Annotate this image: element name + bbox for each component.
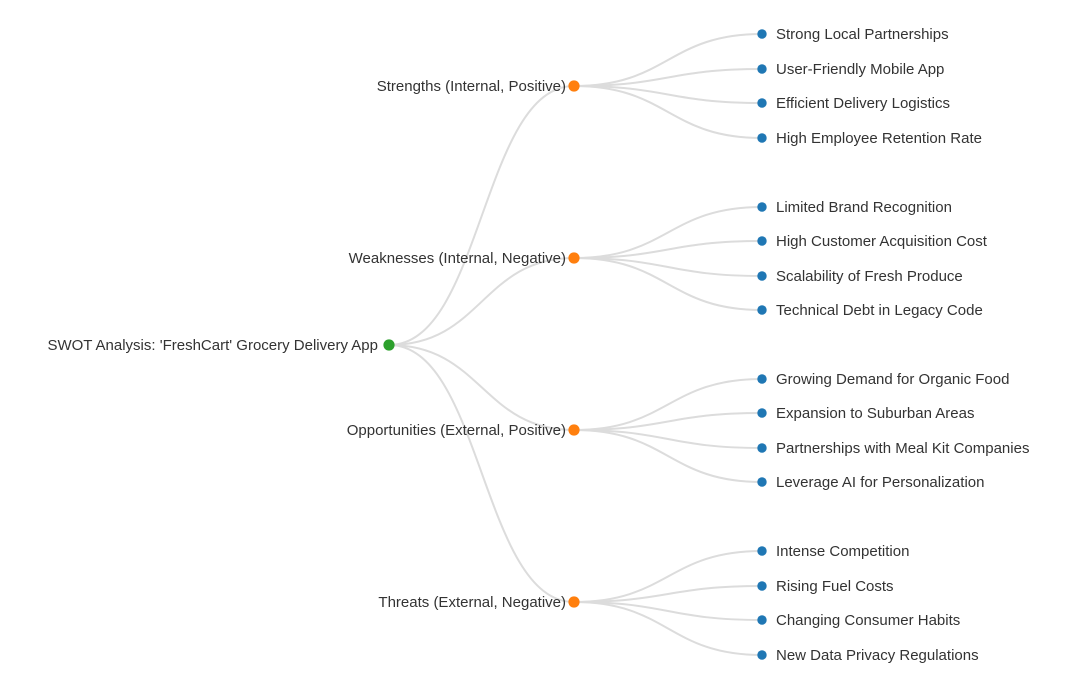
leaf-node-label: Scalability of Fresh Produce (776, 268, 963, 285)
edge-threats-0 (573, 550, 763, 603)
edge-threats-3 (573, 601, 763, 656)
leaf-node: Scalability of Fresh Produce (757, 268, 963, 285)
leaf-node-dot[interactable] (757, 236, 767, 246)
edge-weaknesses-3 (573, 257, 763, 311)
leaf-nodes-strengths: Strong Local Partnerships User-Friendly … (757, 26, 982, 147)
leaf-nodes-weaknesses: Limited Brand Recognition High Customer … (757, 199, 988, 319)
leaf-node-label: Rising Fuel Costs (776, 578, 894, 595)
edge-weaknesses-1 (573, 240, 763, 259)
leaf-node-label: Strong Local Partnerships (776, 26, 949, 43)
leaf-node-label: Leverage AI for Personalization (776, 474, 984, 491)
leaf-node-label: Intense Competition (776, 543, 909, 560)
leaf-node-dot[interactable] (757, 271, 767, 281)
leaf-node: Leverage AI for Personalization (757, 474, 984, 491)
edge-threats-1 (573, 585, 763, 603)
leaf-node-dot[interactable] (757, 64, 767, 74)
threats-edges (573, 550, 763, 656)
leaf-node-dot[interactable] (757, 374, 767, 384)
leaf-node: Partnerships with Meal Kit Companies (757, 440, 1029, 457)
leaf-node-dot[interactable] (757, 305, 767, 315)
leaf-node-dot[interactable] (757, 202, 767, 212)
edge-opportunities-0 (573, 378, 763, 431)
opportunities-edges (573, 378, 763, 483)
leaf-node-label: Changing Consumer Habits (776, 612, 960, 629)
leaf-node-dot[interactable] (757, 546, 767, 556)
branch-node-label-strengths: Strengths (Internal, Positive) (377, 78, 566, 95)
edge-opportunities-1 (573, 412, 763, 431)
branch-node-label-threats: Threats (External, Negative) (378, 594, 566, 611)
root-node: SWOT Analysis: 'FreshCart' Grocery Deliv… (47, 337, 395, 354)
root-edges (388, 85, 575, 603)
branch-node-dot-weaknesses[interactable] (568, 252, 580, 264)
branch-node-dot-opportunities[interactable] (568, 424, 580, 436)
leaf-node-label: New Data Privacy Regulations (776, 647, 979, 664)
edge-root-strengths (388, 85, 575, 346)
edge-strengths-2 (573, 85, 763, 104)
leaf-node: Intense Competition (757, 543, 909, 560)
root-node-dot[interactable] (383, 339, 395, 351)
leaf-node-dot[interactable] (757, 133, 767, 143)
branch-node-dot-strengths[interactable] (568, 80, 580, 92)
leaf-node: Rising Fuel Costs (757, 578, 894, 595)
leaf-node: High Employee Retention Rate (757, 130, 982, 147)
branch-node-threats: Threats (External, Negative) (378, 594, 580, 611)
edge-strengths-1 (573, 68, 763, 87)
branch-node-label-opportunities: Opportunities (External, Positive) (347, 422, 566, 439)
edge-opportunities-3 (573, 429, 763, 483)
branch-node-strengths: Strengths (Internal, Positive) (377, 78, 580, 95)
edge-root-threats (388, 344, 575, 603)
leaf-node: High Customer Acquisition Cost (757, 233, 988, 250)
edge-weaknesses-0 (573, 206, 763, 259)
leaf-node-dot[interactable] (757, 443, 767, 453)
edge-threats-2 (573, 601, 763, 621)
leaf-node-label: Limited Brand Recognition (776, 199, 952, 216)
leaf-nodes-opportunities: Growing Demand for Organic Food Expansio… (757, 371, 1029, 491)
leaf-node-dot[interactable] (757, 98, 767, 108)
leaf-node: Technical Debt in Legacy Code (757, 302, 983, 319)
leaf-nodes-threats: Intense Competition Rising Fuel Costs Ch… (757, 543, 979, 664)
leaf-node-label: High Employee Retention Rate (776, 130, 982, 147)
edge-weaknesses-2 (573, 257, 763, 277)
leaf-node: Strong Local Partnerships (757, 26, 949, 43)
leaf-node-dot[interactable] (757, 477, 767, 487)
leaf-node-label: User-Friendly Mobile App (776, 61, 944, 78)
weaknesses-edges (573, 206, 763, 311)
leaf-node: New Data Privacy Regulations (757, 647, 979, 664)
edge-strengths-3 (573, 85, 763, 139)
edge-root-weaknesses (388, 257, 575, 346)
branch-node-label-weaknesses: Weaknesses (Internal, Negative) (349, 250, 566, 267)
branch-node-opportunities: Opportunities (External, Positive) (347, 422, 580, 439)
leaf-node-label: Efficient Delivery Logistics (776, 95, 950, 112)
leaf-node-dot[interactable] (757, 615, 767, 625)
leaf-node-label: Technical Debt in Legacy Code (776, 302, 983, 319)
leaf-node: Expansion to Suburban Areas (757, 405, 974, 422)
leaf-node-label: Growing Demand for Organic Food (776, 371, 1009, 388)
leaf-node: Changing Consumer Habits (757, 612, 960, 629)
branch-node-weaknesses: Weaknesses (Internal, Negative) (349, 250, 580, 267)
leaf-node-dot[interactable] (757, 581, 767, 591)
leaf-node-dot[interactable] (757, 29, 767, 39)
edge-strengths-0 (573, 33, 763, 87)
leaf-node-label: High Customer Acquisition Cost (776, 233, 988, 250)
branch-node-dot-threats[interactable] (568, 596, 580, 608)
leaf-node-label: Partnerships with Meal Kit Companies (776, 440, 1029, 457)
leaf-node-dot[interactable] (757, 650, 767, 660)
root-node-label: SWOT Analysis: 'FreshCart' Grocery Deliv… (47, 337, 378, 354)
edge-root-opportunities (388, 344, 575, 431)
leaf-node: Efficient Delivery Logistics (757, 95, 950, 112)
leaf-node-label: Expansion to Suburban Areas (776, 405, 974, 422)
leaf-node-dot[interactable] (757, 408, 767, 418)
leaf-node: User-Friendly Mobile App (757, 61, 944, 78)
leaf-node: Growing Demand for Organic Food (757, 371, 1009, 388)
strengths-edges (573, 33, 763, 139)
leaf-node: Limited Brand Recognition (757, 199, 952, 216)
edge-opportunities-2 (573, 429, 763, 449)
